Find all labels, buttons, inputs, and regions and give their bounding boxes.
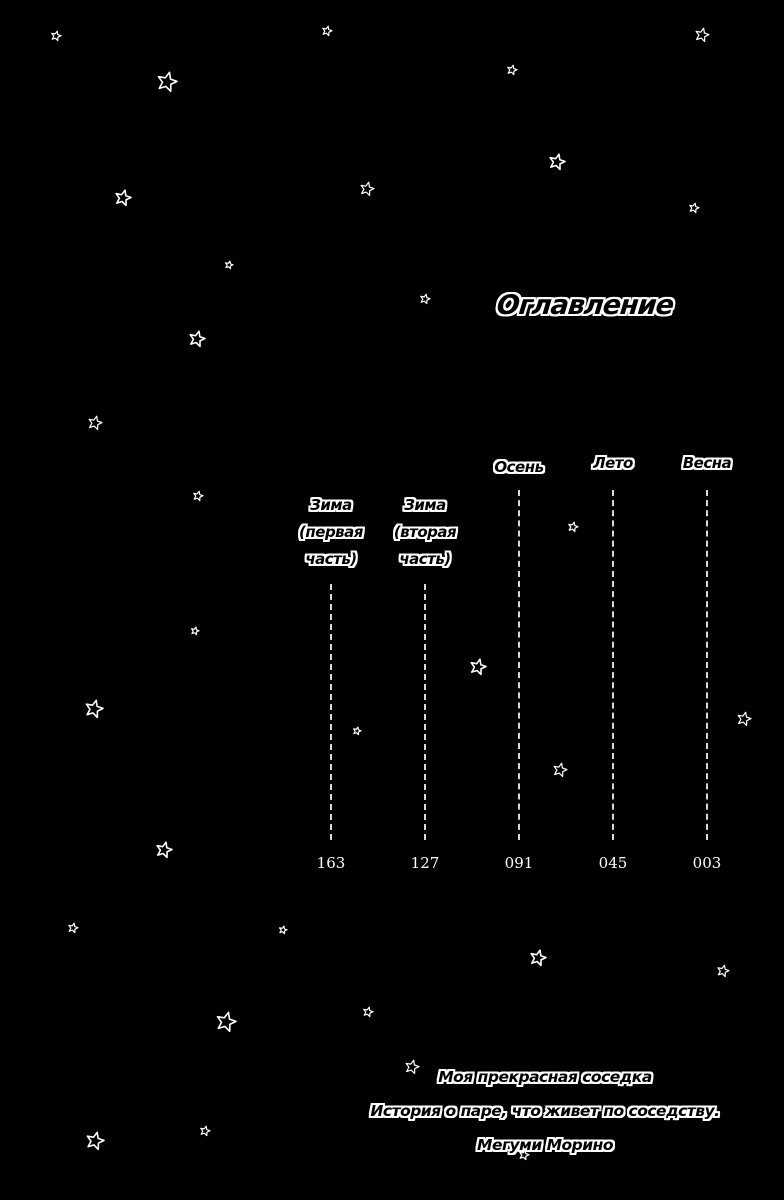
toc-title: Оглавление bbox=[495, 290, 675, 321]
chapter-label-line: Лето bbox=[593, 454, 633, 472]
chapter-label-line: (вторая bbox=[393, 523, 457, 541]
star-outline-icon bbox=[553, 762, 568, 778]
star-outline-icon bbox=[68, 922, 79, 934]
chapter-dashed-line bbox=[424, 584, 426, 840]
star-outline-icon bbox=[568, 521, 579, 533]
star-outline-icon bbox=[88, 415, 103, 431]
star-outline-icon bbox=[420, 293, 431, 305]
star-outline-icon bbox=[695, 27, 710, 43]
star-outline-icon bbox=[115, 189, 132, 207]
star-outline-icon bbox=[363, 1006, 374, 1018]
star-outline-icon bbox=[216, 1011, 237, 1033]
star-outline-icon bbox=[405, 1059, 420, 1075]
chapter-page-number: 003 bbox=[692, 854, 722, 872]
star-outline-icon bbox=[193, 490, 204, 502]
credits-block: Моя прекрасная соседка История о паре, ч… bbox=[340, 1060, 750, 1162]
star-outline-icon bbox=[717, 964, 730, 978]
star-outline-icon bbox=[157, 71, 178, 93]
chapter-dashed-line bbox=[330, 584, 332, 840]
star-outline-icon bbox=[189, 330, 206, 348]
chapter-dashed-line bbox=[612, 490, 614, 840]
star-outline-icon bbox=[470, 658, 487, 676]
star-outline-icon bbox=[353, 726, 362, 736]
chapter-dashed-line bbox=[518, 490, 520, 840]
chapter-label-line: Осень bbox=[494, 458, 544, 476]
chapter-page-number: 163 bbox=[316, 854, 346, 872]
chapter-page-number: 127 bbox=[410, 854, 440, 872]
chapter-label-line: Весна bbox=[682, 454, 732, 472]
chapter-dashed-line bbox=[706, 490, 708, 840]
author-name: Мегуми Морино bbox=[477, 1136, 613, 1154]
star-outline-icon bbox=[530, 949, 547, 967]
star-outline-icon bbox=[549, 153, 566, 171]
manga-title: Моя прекрасная соседка bbox=[438, 1068, 652, 1086]
chapter-label-line: часть) bbox=[305, 550, 357, 568]
star-outline-icon bbox=[156, 841, 173, 859]
star-outline-icon bbox=[200, 1125, 211, 1137]
chapter-label-line: (первая bbox=[299, 523, 363, 541]
manga-subtitle: История о паре, что живет по соседству. bbox=[370, 1102, 720, 1120]
star-outline-icon bbox=[519, 1149, 530, 1161]
star-outline-icon bbox=[225, 260, 234, 270]
star-outline-icon bbox=[689, 202, 700, 214]
star-outline-icon bbox=[86, 1131, 105, 1151]
star-outline-icon bbox=[322, 25, 333, 37]
star-outline-icon bbox=[191, 626, 200, 636]
star-outline-icon bbox=[507, 64, 518, 76]
star-outline-icon bbox=[279, 925, 288, 935]
star-outline-icon bbox=[85, 699, 104, 719]
chapter-label-line: Зима bbox=[310, 496, 352, 514]
chapter-label-line: часть) bbox=[399, 550, 451, 568]
star-outline-icon bbox=[51, 30, 62, 42]
star-outline-icon bbox=[737, 711, 752, 727]
chapter-page-number: 091 bbox=[504, 854, 534, 872]
chapter-page-number: 045 bbox=[598, 854, 628, 872]
chapter-label-line: Зима bbox=[404, 496, 446, 514]
star-outline-icon bbox=[360, 181, 375, 197]
